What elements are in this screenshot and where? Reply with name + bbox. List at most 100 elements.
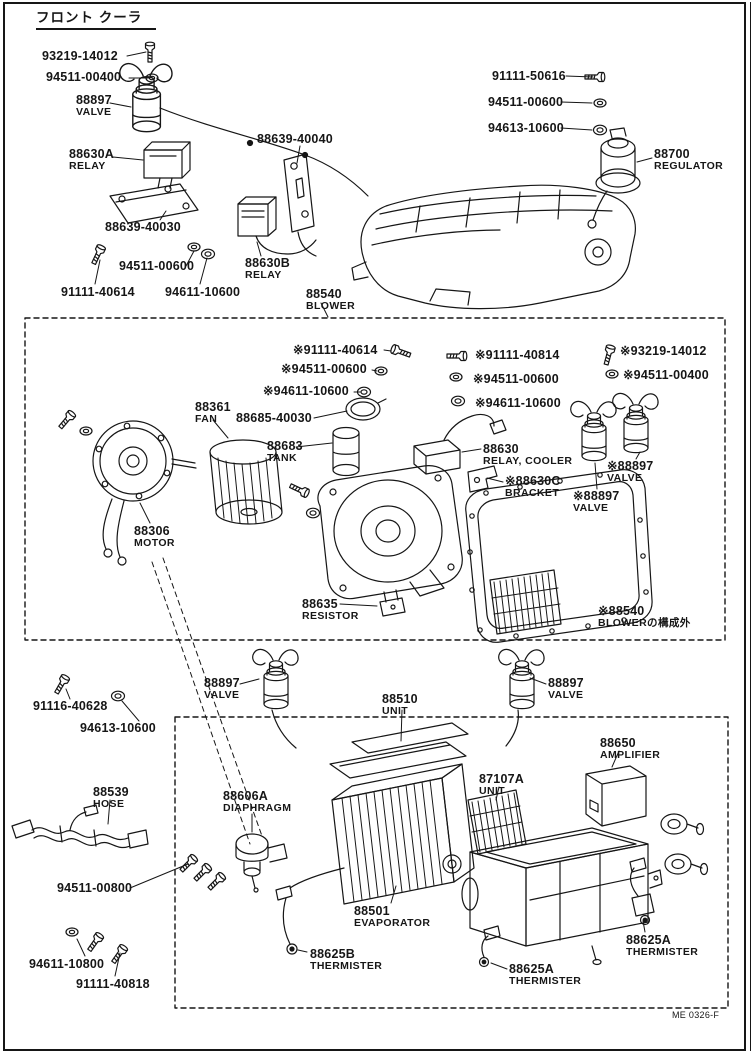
part-name: THERMISTER <box>310 959 383 972</box>
part-name: EVAPORATOR <box>354 916 431 929</box>
part-number: 88625A <box>509 962 554 976</box>
front-relay-valve-assembly <box>88 41 369 267</box>
part-number: 88650 <box>600 736 636 750</box>
part-label: ※94611-10600 <box>475 397 561 410</box>
unit-case <box>442 827 663 966</box>
part-name: MOTOR <box>134 536 175 549</box>
part-name: VALVE <box>607 471 643 484</box>
part-number: 88639-40030 <box>105 220 181 234</box>
part-name: RELAY, COOLER <box>483 454 573 467</box>
part-name: THERMISTER <box>509 974 582 987</box>
part-name: BRACKET <box>505 486 560 499</box>
part-number: 88639-40040 <box>257 132 333 146</box>
thermistor-a-right <box>629 857 655 926</box>
diaphragm <box>235 833 288 893</box>
part-number: ※94511-00600 <box>281 362 367 376</box>
alignment-dashed-lines <box>151 557 263 845</box>
part-label: 91111-40818 <box>76 978 150 991</box>
blower-assembly <box>56 343 659 643</box>
part-name: FAN <box>195 412 218 425</box>
part-label: 94511-00600 <box>119 260 194 273</box>
part-number: 88630 <box>483 442 519 456</box>
part-name: DIAPHRAGM <box>223 801 292 814</box>
part-number: 88897 <box>548 676 584 690</box>
part-label: 91111-50616 <box>492 70 566 83</box>
part-number: ※88897 <box>573 489 620 503</box>
part-number: 94511-00600 <box>119 259 195 273</box>
part-name: REGULATOR <box>654 159 724 172</box>
part-number: 88897 <box>76 93 112 107</box>
part-number: 88625A <box>626 933 671 947</box>
blower-grille <box>489 569 562 635</box>
cooler-unit-assembly <box>11 648 709 968</box>
part-label: ※93219-14012 <box>620 345 707 358</box>
fan-cage <box>209 439 283 525</box>
part-number: ※94611-10600 <box>263 384 349 398</box>
part-name: VALVE <box>204 688 240 701</box>
part-number: 94611-10800 <box>29 957 105 971</box>
part-label: 94511-00400 <box>46 71 121 84</box>
part-number: ※88897 <box>607 459 654 473</box>
part-number: 88606A <box>223 789 268 803</box>
part-label: ※94511-00600 <box>281 363 367 376</box>
cooler-relay <box>413 413 507 475</box>
part-number: 88306 <box>134 524 170 538</box>
part-label: ※94511-00400 <box>623 369 709 382</box>
part-name: VALVE <box>76 105 112 118</box>
part-label: 91111-40614 <box>61 286 135 299</box>
regulator-assembly <box>584 71 641 229</box>
engine-artwork <box>351 184 636 310</box>
part-number: ※94611-10600 <box>475 396 561 410</box>
part-number: ※93219-14012 <box>620 344 707 358</box>
drawing-number: ME 0326-F <box>672 1010 720 1020</box>
part-name: HOSE <box>93 797 125 810</box>
part-name: RELAY <box>69 159 106 172</box>
part-number: ※94511-00400 <box>623 368 709 382</box>
part-label: 93219-14012 <box>42 50 118 63</box>
part-number: 94611-10600 <box>165 285 241 299</box>
part-number: 88361 <box>195 400 231 414</box>
part-label: 91116-40628 <box>33 700 108 713</box>
part-number: 88630A <box>69 147 114 161</box>
part-number: 88510 <box>382 692 418 706</box>
part-number: ※91111-40814 <box>475 348 560 362</box>
part-number: 88685-40030 <box>236 411 312 425</box>
part-label: 94511-00800 <box>57 882 132 895</box>
part-label: 94611-10600 <box>165 286 240 299</box>
part-number: ※91111-40614 <box>293 343 378 357</box>
part-number: 94613-10600 <box>80 721 156 735</box>
part-name: THERMISTER <box>626 945 699 958</box>
part-name: RELAY <box>245 268 282 281</box>
part-label: 88639-40040 <box>257 133 333 146</box>
part-name: BLOWERの構成外 <box>598 616 691 629</box>
part-label: 94613-10600 <box>488 122 564 135</box>
tank <box>332 426 360 477</box>
part-label: 88685-40030 <box>236 412 312 425</box>
part-number: ※94511-00600 <box>473 372 559 386</box>
thermistor-a-bottom <box>478 925 501 968</box>
resistor <box>379 589 406 617</box>
part-name: TANK <box>267 451 297 464</box>
page-title: フロント クーラ <box>36 6 157 30</box>
part-number: 88897 <box>204 676 240 690</box>
part-name: RESISTOR <box>302 609 359 622</box>
